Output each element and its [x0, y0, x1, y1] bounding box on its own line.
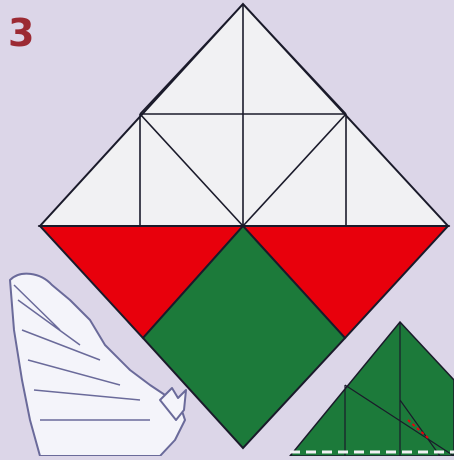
step-number: 3 — [8, 14, 34, 52]
